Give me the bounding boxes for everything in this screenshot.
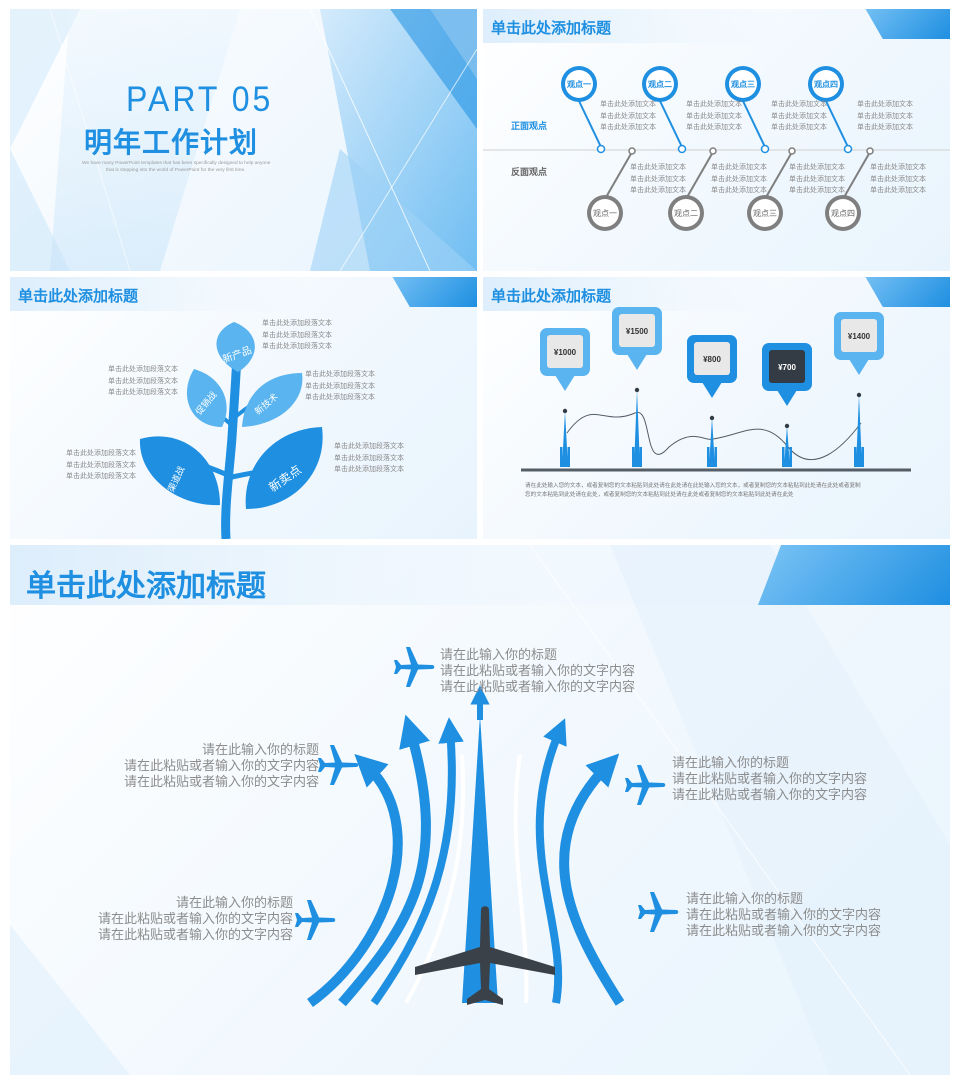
pin-label: 观点三 [753,209,777,218]
bottom-pins: 观点一 观点二 观点三 观点四 [587,147,874,231]
leaf-icon [139,436,220,506]
item-left-lower: 请在此输入你的标题请在此粘贴或者输入你的文字内容请在此粘贴或者输入你的文字内容 [98,895,294,942]
price-label: ¥700 [778,363,796,372]
slide-airplane-launch: 单击此处添加标题 请在此输入你的标题请在此粘贴或者输入你的文字内容请在此粘贴或者… [10,545,950,1075]
price-label: ¥1500 [626,327,649,336]
map-pin-icon: 观点三 [747,147,796,231]
map-pin-icon: 观点三 [725,66,770,154]
price-label: ¥1400 [848,332,871,341]
item-right-lower: 请在此输入你的标题请在此粘贴或者输入你的文字内容请在此粘贴或者输入你的文字内容 [686,891,882,938]
leaf-icon [186,369,227,427]
slide-title: 单击此处添加标题 [491,20,612,37]
airplane-icon [394,647,435,687]
price-label: ¥800 [703,355,721,364]
item-left-upper: 请在此输入你的标题请在此粘贴或者输入你的文字内容请在此粘贴或者输入你的文字内容 [124,742,320,789]
tree-diagram: 新产品 促销战 新技术 渠道战 新卖点 [139,322,323,539]
leaf-icon [216,322,255,372]
section-description-line-2: that is stepping into the world of Power… [106,168,246,173]
bottom-text-2: 单击此处添加文本单击此处添加文本单击此处添加文本 [711,164,767,194]
part-number: PART 05 [126,79,274,119]
price-marker: ¥700 [762,343,812,467]
item-top: 请在此输入你的标题请在此粘贴或者输入你的文字内容请在此粘贴或者输入你的文字内容 [440,647,636,694]
map-pin-icon: 观点二 [668,147,717,231]
pin-label: 观点二 [674,209,698,218]
pin-label: 观点一 [593,209,617,218]
airplane-icon [415,906,555,1005]
positive-label: 正面观点 [511,121,548,131]
body-text-line-2: 您的文本粘贴到此处请在此处，或者复制您的文本粘贴到此处请在此处或者复制您的文本粘… [525,492,794,498]
text-group-left-upper: 单击此处添加段落文本单击此处添加段落文本单击此处添加段落文本 [108,366,178,396]
bottom-text-3: 单击此处添加文本单击此处添加文本单击此处添加文本 [789,164,845,194]
map-pin-icon: 观点四 [825,147,874,231]
pin-label: 观点二 [648,79,672,89]
leaf-icon [245,427,323,509]
airplane-icon [638,892,679,932]
item-right-upper: 请在此输入你的标题请在此粘贴或者输入你的文字内容请在此粘贴或者输入你的文字内容 [672,755,868,802]
text-group-right-lower: 单击此处添加段落文本单击此处添加段落文本单击此处添加段落文本 [334,443,404,473]
title-band [10,545,550,605]
map-pin-icon: 观点二 [642,66,687,154]
price-marker-chart: ¥1000 ¥1500 ¥800 ¥700 ¥1400 [521,307,911,472]
pin-label: 观点四 [831,209,855,218]
price-marker: ¥800 [687,335,737,467]
top-text-2: 单击此处添加文本单击此处添加文本单击此处添加文本 [686,101,742,131]
slide-growth-tree: 单击此处添加标题 新产品 促销战 新技术 渠道战 新卖点 单击此处添加段落文本单… [10,277,477,539]
top-text-1: 单击此处添加文本单击此处添加文本单击此处添加文本 [600,101,656,131]
map-pin-icon: 观点四 [808,66,853,154]
price-marker: ¥1500 [612,307,662,467]
slide-part-05: PART 05 明年工作计划 We have many PowerPoint t… [10,9,477,271]
text-group-left-lower: 单击此处添加段落文本单击此处添加段落文本单击此处添加段落文本 [66,450,136,480]
top-pins: 观点一 观点二 观点三 观点四 [561,66,853,154]
top-text-3: 单击此处添加文本单击此处添加文本单击此处添加文本 [771,101,827,131]
section-description-line-1: We have many PowerPoint templates that h… [82,161,271,166]
airplane-icon [318,745,359,785]
airplane-icon [625,765,666,805]
text-group-top-right: 单击此处添加段落文本单击此处添加段落文本单击此处添加段落文本 [262,320,332,350]
map-pin-icon: 观点一 [587,147,636,231]
viewpoint-timeline: 观点一观点二观点三观点四 观点一观点二观点三观点四 [483,66,950,231]
bottom-text-4: 单击此处添加文本单击此处添加文本单击此处添加文本 [870,164,926,194]
slide-price-markers: 单击此处添加标题 ¥1000 ¥1500 ¥800 ¥700 ¥1400 请在此处输入您… [483,277,950,539]
slide-title: 单击此处添加标题 [18,288,139,305]
top-text-4: 单击此处添加文本单击此处添加文本单击此处添加文本 [857,101,913,131]
pin-label: 观点四 [814,79,838,89]
price-label: ¥1000 [554,348,577,357]
price-marker: ¥1400 [834,312,884,467]
text-group-right-middle: 单击此处添加段落文本单击此处添加段落文本单击此处添加段落文本 [305,371,375,401]
leaf-icon [242,373,303,427]
airplane-icon [295,900,336,940]
pin-label: 观点一 [567,79,591,89]
body-text-line-1: 请在此处输入您的文本，或者复制您的文本粘贴到此处请在此处请在此处输入您的文本，或… [525,483,861,489]
slide-title: 单击此处添加标题 [491,288,612,305]
slide-title: 单击此处添加标题 [26,570,266,603]
airplane-launch-diagram [295,647,679,1008]
price-marker: ¥1000 [540,328,590,467]
section-title: 明年工作计划 [84,127,259,158]
slide-viewpoints: 单击此处添加标题 观点一观点二观点三观点四 观点一观点二观点三观点四 正面观点 … [483,9,950,271]
map-pin-icon: 观点一 [561,66,606,154]
negative-label: 反面观点 [511,167,548,177]
pin-label: 观点三 [731,79,755,89]
corner-accent [758,545,950,605]
bottom-text-1: 单击此处添加文本单击此处添加文本单击此处添加文本 [630,164,686,194]
